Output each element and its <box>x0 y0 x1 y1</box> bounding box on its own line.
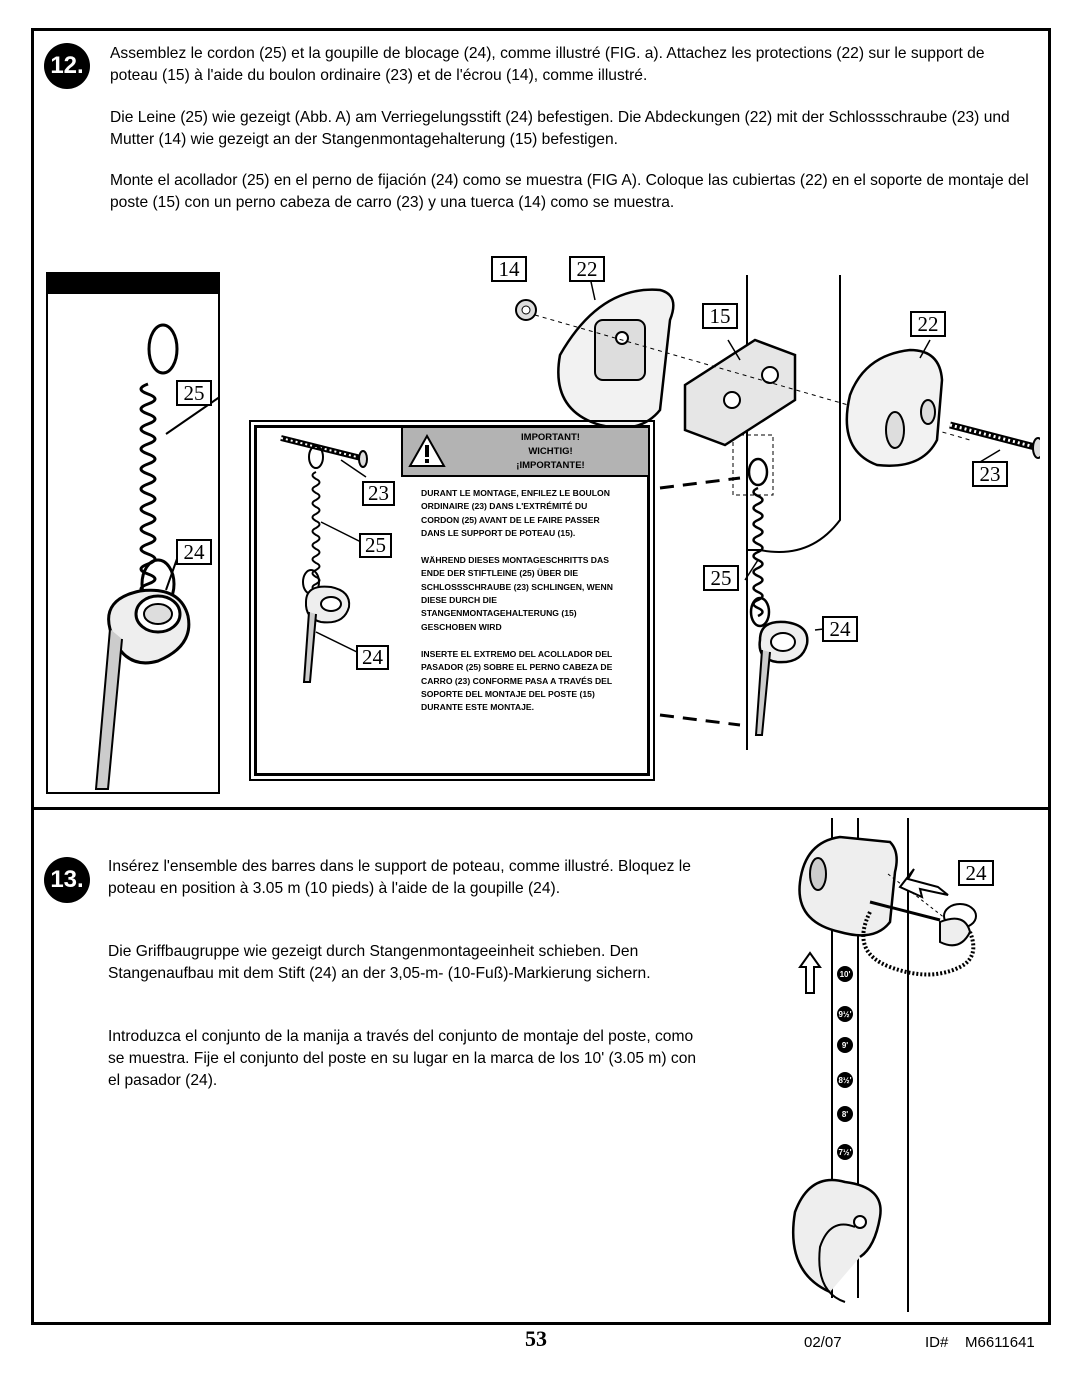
warning-title-fr: IMPORTANT! <box>521 432 580 443</box>
fig-a-inset <box>46 272 220 794</box>
warning-text-es: INSERTE EL EXTREMO DEL ACOLLADOR DEL PAS… <box>421 648 613 713</box>
step-13-number: 13. <box>44 857 90 903</box>
label-23: 23 <box>972 461 1008 487</box>
warning-inner-frame <box>254 425 650 776</box>
fig-a-label-24: 24 <box>176 539 212 565</box>
height-mark-7-5: 7½' <box>838 1148 851 1157</box>
warning-label-25: 25 <box>359 533 392 558</box>
warning-header: IMPORTANT! WICHTIG! ¡IMPORTANTE! <box>401 428 648 477</box>
fig-a-label-25: 25 <box>176 380 212 406</box>
height-mark-8: 8' <box>842 1110 848 1119</box>
warning-title-es: ¡IMPORTANTE! <box>516 460 585 471</box>
height-mark-8-5: 8½' <box>838 1076 851 1085</box>
warning-label-23: 23 <box>362 481 395 506</box>
warning-text-de: WÄHREND DIESES MONTAGESCHRITTS DAS ENDE … <box>421 555 613 632</box>
height-mark-9-5: 9½' <box>838 1010 851 1019</box>
warning-title-de: WICHTIG! <box>528 446 573 457</box>
assembly-illustration <box>515 267 1040 750</box>
step-13-text-de: Die Griffbaugruppe wie gezeigt durch Sta… <box>108 943 651 982</box>
height-mark-9: 9' <box>842 1041 848 1050</box>
label-25: 25 <box>703 565 739 591</box>
warning-triangle-icon <box>408 434 446 467</box>
footer-id-value: M6611641 <box>965 1334 1035 1351</box>
label-22-right: 22 <box>910 311 946 337</box>
fig-a-pin-cord-illustration <box>94 323 218 790</box>
step-13-panel <box>31 807 1051 1325</box>
height-mark-10: 10' <box>840 970 851 979</box>
pole-insert-illustration: 10' 9½' 9' 8½' 8' 7½' <box>791 818 977 1312</box>
label-15: 15 <box>702 303 738 329</box>
step-12-text-de: Die Leine (25) wie gezeigt (Abb. A) am V… <box>110 109 1010 148</box>
fig-a-header-bar <box>48 274 218 294</box>
step-13-label-24: 24 <box>958 860 994 886</box>
label-14: 14 <box>491 256 527 282</box>
label-22-left: 22 <box>569 256 605 282</box>
footer-date: 02/07 <box>804 1334 842 1351</box>
step-12-text-fr: Assemblez le cordon (25) et la goupille … <box>110 45 985 84</box>
step-13-text-fr: Insérez l'ensemble des barres dans le su… <box>108 858 691 897</box>
step-12-number: 12. <box>44 43 90 89</box>
footer-id-label: ID# <box>925 1334 949 1351</box>
warning-pin-illustration <box>280 435 368 683</box>
label-24: 24 <box>822 616 858 642</box>
page-number: 53 <box>525 1326 547 1351</box>
warning-text-column: DURANT LE MONTAGE, ENFILEZ LE BOULON ORD… <box>421 487 626 714</box>
warning-text-fr: DURANT LE MONTAGE, ENFILEZ LE BOULON ORD… <box>421 488 610 538</box>
step-12-text-es: Monte el acollador (25) en el perno de f… <box>110 172 1029 211</box>
warning-label-24: 24 <box>356 645 389 670</box>
step-13-text-es: Introduzca el conjunto de la manija a tr… <box>108 1028 697 1089</box>
warning-box: 23 25 24 IMPORTANT! WICHTIG! ¡IMPORTANTE… <box>249 420 655 781</box>
height-marks: 10' 9½' 9' 8½' 8' 7½' <box>837 966 853 1160</box>
